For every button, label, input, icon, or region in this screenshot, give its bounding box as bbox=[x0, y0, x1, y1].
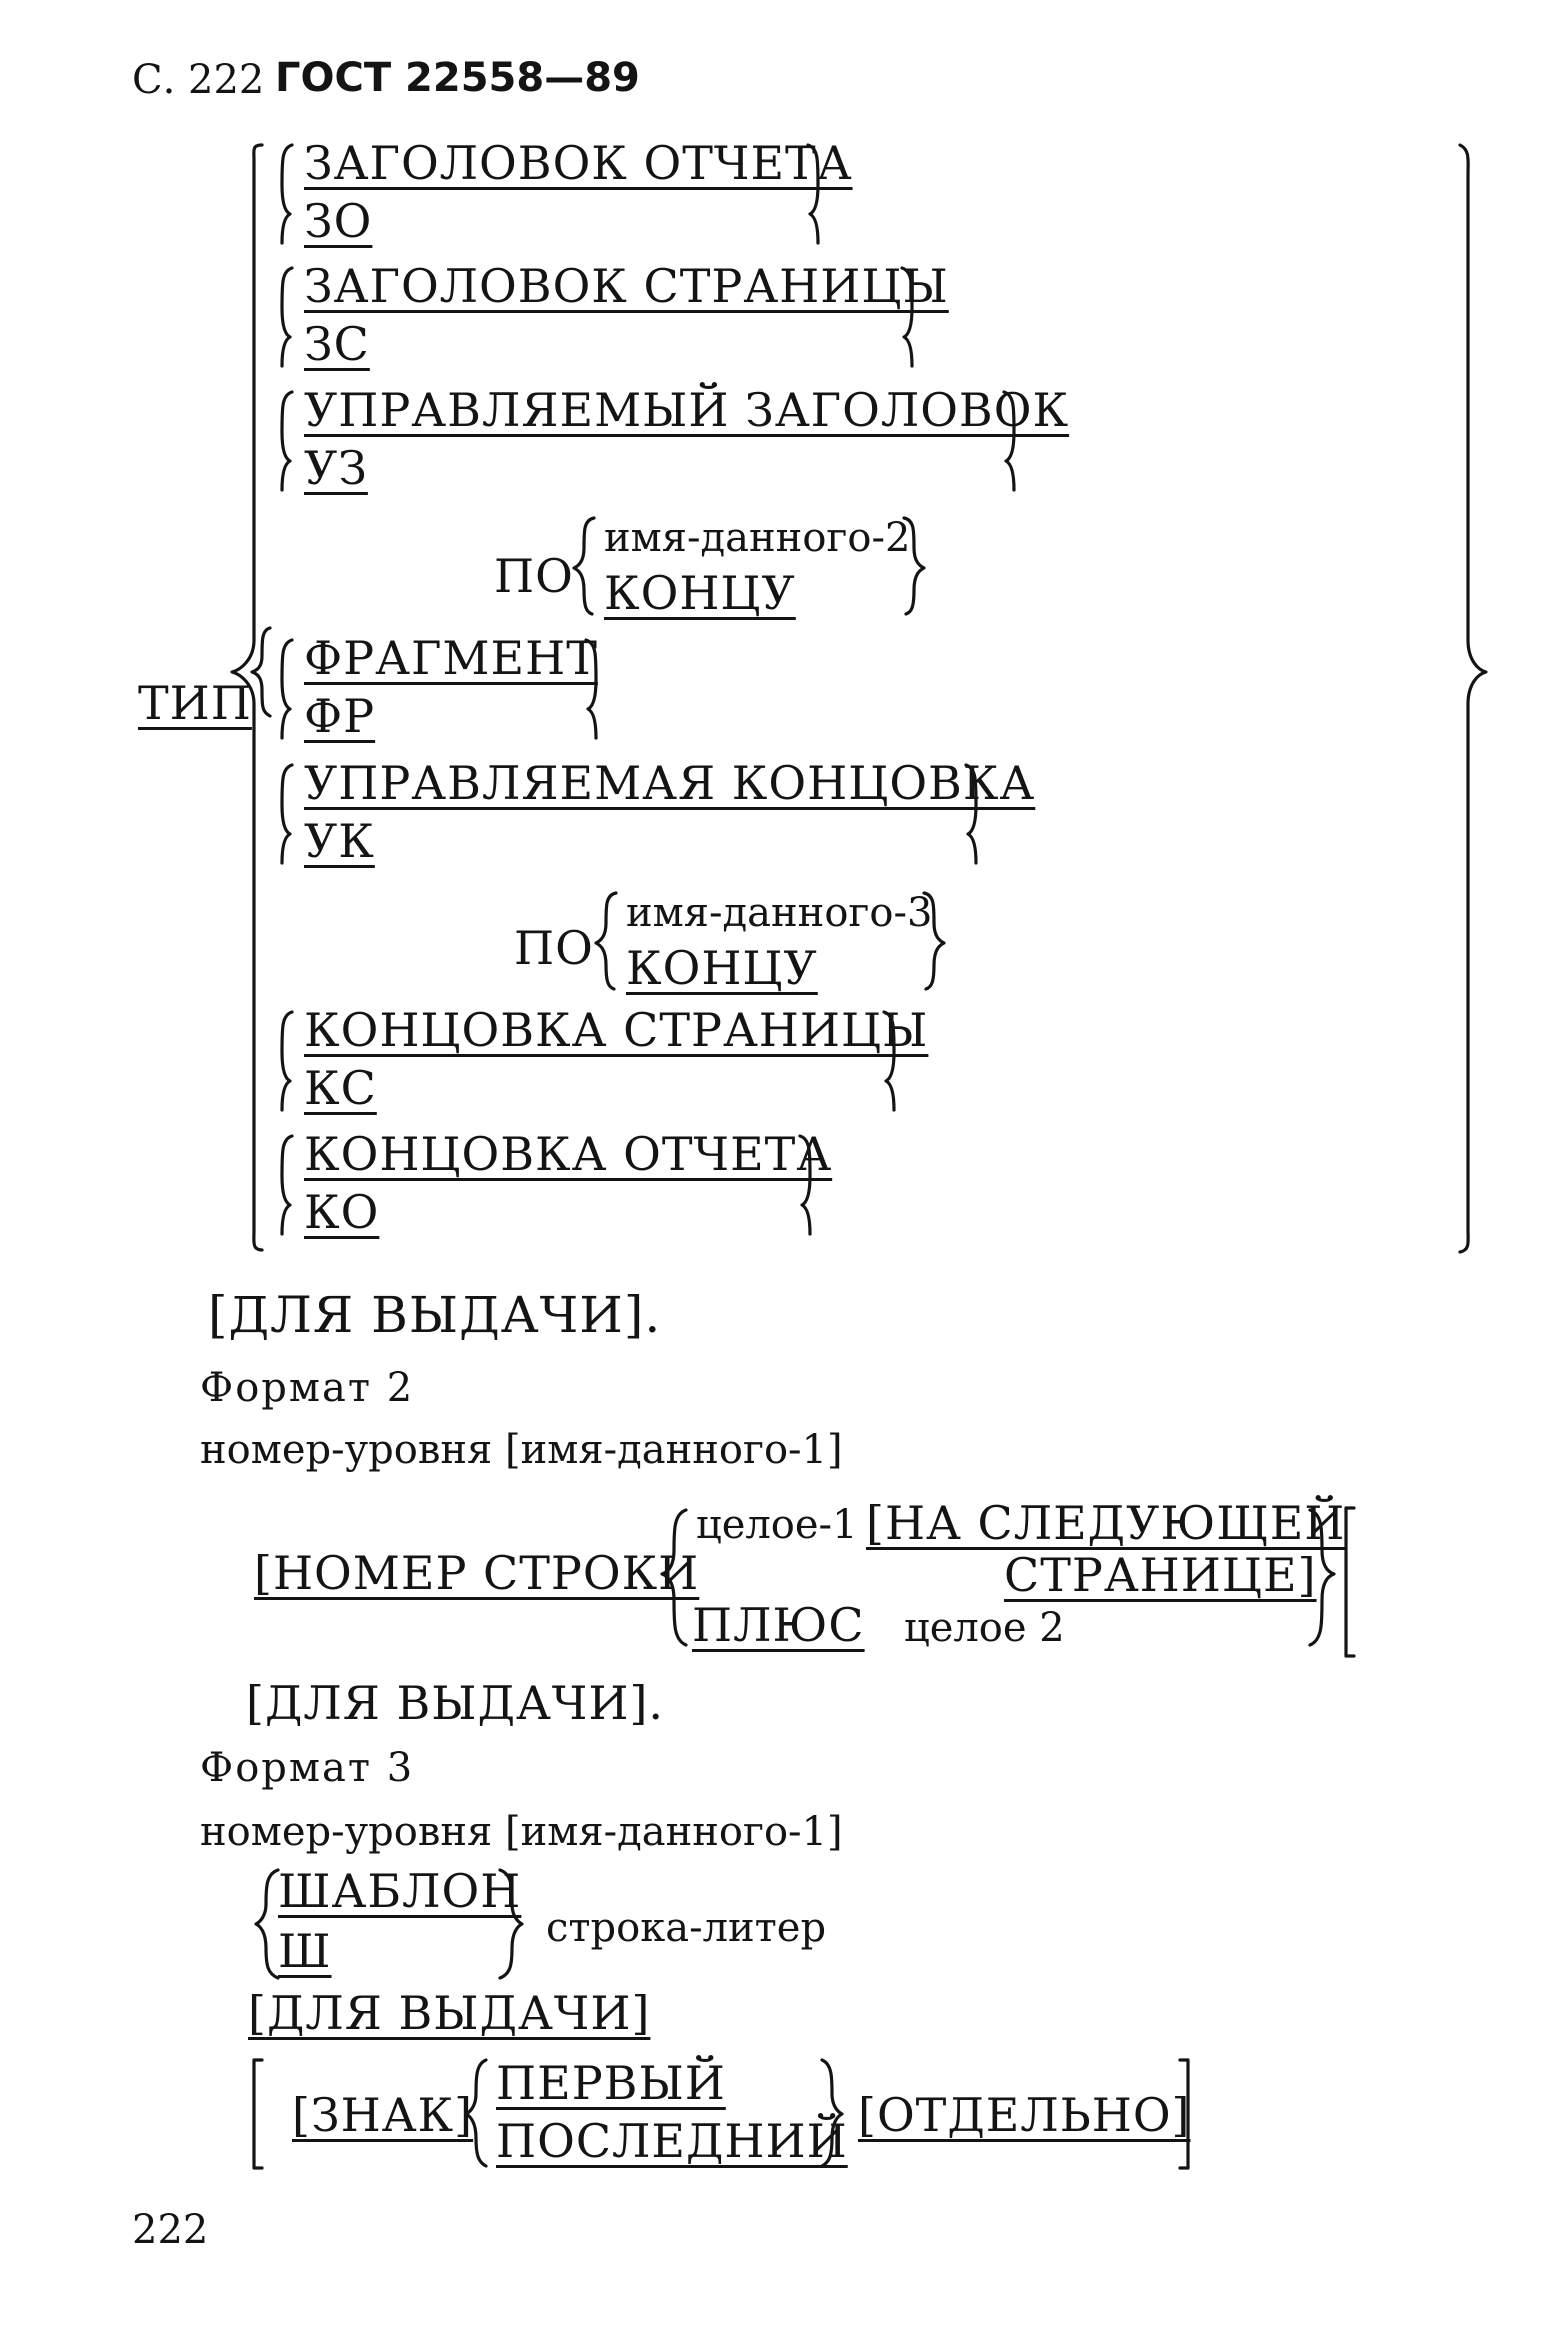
page-number: 222 bbox=[132, 2207, 209, 2253]
pattern-full: ШАБЛОН bbox=[278, 1864, 522, 1918]
po-1-option-2: КОНЦУ bbox=[604, 566, 796, 620]
format2-level-line: номер-уровня [имя-данного-1] bbox=[200, 1427, 843, 1473]
line-number-keyword: [НОМЕР СТРОКИ bbox=[254, 1546, 700, 1600]
page-prefix: С. 222 bbox=[132, 57, 265, 103]
next-page-line-1: [НА СЛЕДУЮЩЕЙ bbox=[866, 1496, 1346, 1550]
sign-keyword: [ЗНАК] bbox=[292, 2088, 474, 2142]
next-page-line-2: СТРАНИЦЕ] bbox=[1004, 1548, 1317, 1602]
alt-abbr-6: КС bbox=[304, 1061, 377, 1115]
po-2-option-2: КОНЦУ bbox=[626, 941, 818, 995]
last-keyword: ПОСЛЕДНИЙ bbox=[496, 2114, 848, 2168]
alt-abbr-1: ЗО bbox=[304, 194, 373, 248]
alt-full-4: ФРАГМЕНТ bbox=[304, 631, 598, 685]
standard-id: ГОСТ 22558—89 bbox=[275, 55, 640, 101]
format2-title: Формат 2 bbox=[200, 1365, 415, 1411]
po-2-option-1: имя-данного-3 bbox=[626, 890, 933, 936]
alt-full-2: ЗАГОЛОВОК СТРАНИЦЫ bbox=[304, 259, 949, 313]
plus-keyword: ПЛЮС bbox=[692, 1598, 865, 1652]
first-keyword: ПЕРВЫЙ bbox=[496, 2056, 726, 2110]
pattern-abbr: Ш bbox=[278, 1924, 332, 1978]
alt-abbr-2: ЗС bbox=[304, 317, 370, 371]
literal-string: строка-литер bbox=[546, 1905, 827, 1951]
alt-full-7: КОНЦОВКА ОТЧЕТА bbox=[304, 1127, 833, 1181]
alt-abbr-5: УК bbox=[304, 814, 375, 868]
format3-title: Формат 3 bbox=[200, 1745, 415, 1791]
alt-full-1: ЗАГОЛОВОК ОТЧЕТА bbox=[304, 136, 853, 190]
alt-full-5: УПРАВЛЯЕМАЯ КОНЦОВКА bbox=[304, 756, 1036, 810]
separate-keyword: [ОТДЕЛЬНО] bbox=[858, 2088, 1191, 2142]
for-output: [ДЛЯ ВЫДАЧИ] bbox=[248, 1986, 651, 2040]
po-1: ПО bbox=[494, 549, 574, 603]
format3-level-line: номер-уровня [имя-данного-1] bbox=[200, 1809, 843, 1855]
alt-full-3: УПРАВЛЯЕМЫЙ ЗАГОЛОВОК bbox=[304, 383, 1070, 437]
po-1-option-1: имя-данного-2 bbox=[604, 515, 911, 561]
type-keyword: ТИП bbox=[138, 676, 252, 730]
alt-abbr-7: КО bbox=[304, 1185, 380, 1239]
po-2: ПО bbox=[514, 921, 594, 975]
format1-trailer: [ДЛЯ ВЫДАЧИ]. bbox=[208, 1286, 662, 1344]
int-2: целое 2 bbox=[904, 1605, 1065, 1651]
alt-abbr-4: ФР bbox=[304, 689, 376, 743]
alt-full-6: КОНЦОВКА СТРАНИЦЫ bbox=[304, 1003, 929, 1057]
alt-abbr-3: УЗ bbox=[304, 441, 368, 495]
int-1: целое-1 bbox=[696, 1502, 858, 1548]
format2-trailer: [ДЛЯ ВЫДАЧИ]. bbox=[246, 1676, 665, 1730]
